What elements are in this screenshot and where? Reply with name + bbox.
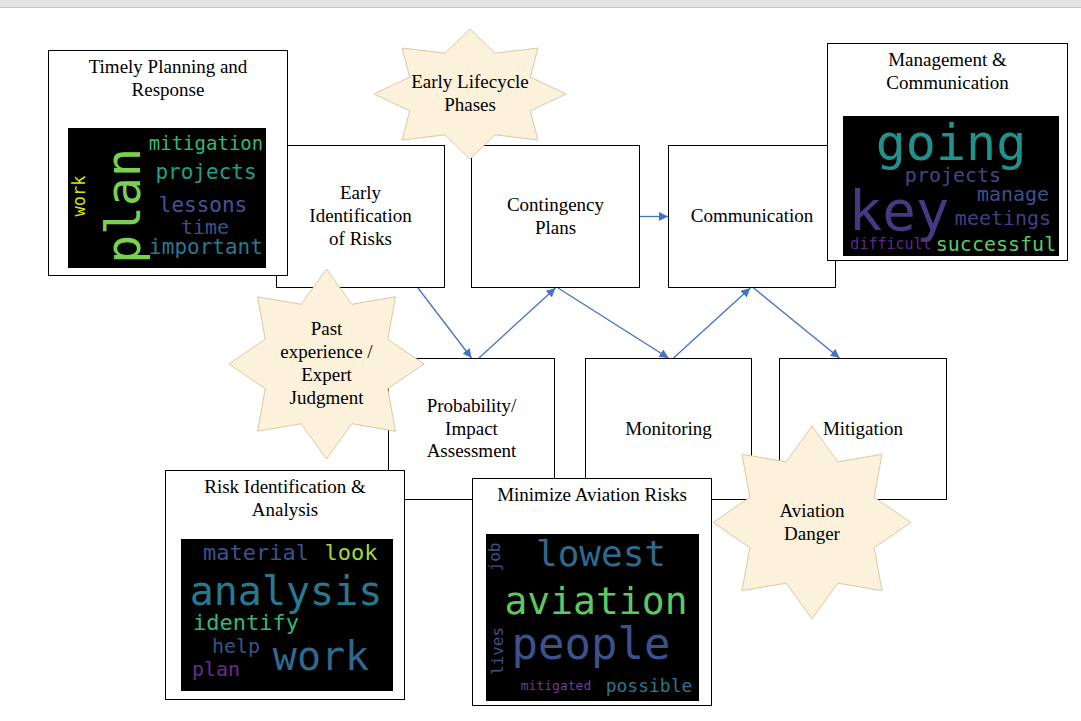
starburst-callout: Past experience / Expert Judgment xyxy=(228,268,425,460)
wordcloud-word: meetings xyxy=(955,210,1051,227)
wordcloud-word: projects xyxy=(155,164,256,182)
connector-arrow xyxy=(558,288,668,358)
wordcloud-word: manage xyxy=(977,186,1049,203)
process-box: Early Identification of Risks xyxy=(276,145,445,288)
process-box: Contingency Plans xyxy=(471,145,640,288)
wordcloud-word: material xyxy=(203,544,309,563)
top-strip xyxy=(0,0,1081,7)
wordcloud-word: mitigated xyxy=(521,680,591,691)
wordcloud-panel: Management & Communication going key projec… xyxy=(827,43,1068,261)
process-box: Communication xyxy=(668,145,836,288)
wordcloud-word: people xyxy=(512,625,671,662)
process-label: Contingency Plans xyxy=(500,194,612,240)
wordcloud-word: going xyxy=(876,122,1027,165)
connector-arrow xyxy=(418,288,472,358)
starburst-callout: Aviation Danger xyxy=(712,425,912,620)
wordcloud-word: lowest xyxy=(536,539,666,570)
wordcloud-image: job lowest aviation lives people mitigated pos… xyxy=(486,534,699,701)
wordcloud-panel: Minimize Aviation Risks job lowest aviation… xyxy=(472,478,712,706)
process-label: Communication xyxy=(691,205,813,228)
wordcloud-word: plan xyxy=(103,148,144,264)
wordcloud-word: possible xyxy=(606,678,693,693)
process-label: Early Identification of Risks xyxy=(300,182,422,250)
wordcloud-word: projects xyxy=(905,167,1001,184)
starburst-callout: Early Lifecycle Phases xyxy=(373,28,567,160)
process-label: Mitigation xyxy=(823,418,903,441)
wordcloud-word: help xyxy=(212,638,260,655)
callout-text: Aviation Danger xyxy=(767,500,857,546)
wordcloud-word: time xyxy=(181,219,229,236)
wordcloud-image: plan work mitigation projects lessons time imp… xyxy=(68,128,266,268)
callout-text: Early Lifecycle Phases xyxy=(402,71,538,117)
connector-arrow xyxy=(479,288,555,358)
connector-arrow xyxy=(640,216,668,217)
wordcloud-word: analysis xyxy=(190,574,383,608)
panel-heading: Minimize Aviation Risks xyxy=(497,484,687,507)
wordcloud-image: going key projects manage meetings difficult s… xyxy=(843,116,1059,256)
wordcloud-panel: Timely Planning and Response plan work miti… xyxy=(48,50,288,276)
wordcloud-word: mitigation xyxy=(149,135,263,151)
wordcloud-word: work xyxy=(273,639,369,673)
panel-heading: Timely Planning and Response xyxy=(68,56,268,102)
panel-heading: Risk Identification & Analysis xyxy=(183,476,388,522)
wordcloud-word: aviation xyxy=(504,585,687,617)
process-label: Probability/ Impact Assessment xyxy=(416,395,528,463)
wordcloud-word: successful xyxy=(936,236,1056,253)
wordcloud-word: difficult xyxy=(850,238,931,251)
connector-arrow xyxy=(674,288,751,358)
process-label: Monitoring xyxy=(625,418,712,441)
frame-line xyxy=(0,7,1081,8)
callout-text: Past experience / Expert Judgment xyxy=(277,318,377,409)
wordcloud-word: job xyxy=(488,543,502,572)
wordcloud-word: work xyxy=(72,176,86,217)
wordcloud-word: important xyxy=(149,239,263,257)
wordcloud-word: identify xyxy=(193,614,299,633)
wordcloud-word: key xyxy=(848,187,949,235)
wordcloud-image: material look analysis identify help work plan xyxy=(181,539,393,691)
wordcloud-word: lives xyxy=(491,627,505,675)
wordcloud-word: lessons xyxy=(159,197,248,215)
wordcloud-panel: Risk Identification & Analysis material lo… xyxy=(165,470,405,700)
wordcloud-word: plan xyxy=(192,661,240,678)
panel-heading: Management & Communication xyxy=(858,49,1038,95)
wordcloud-word: look xyxy=(325,544,378,563)
connector-arrow xyxy=(754,288,840,358)
